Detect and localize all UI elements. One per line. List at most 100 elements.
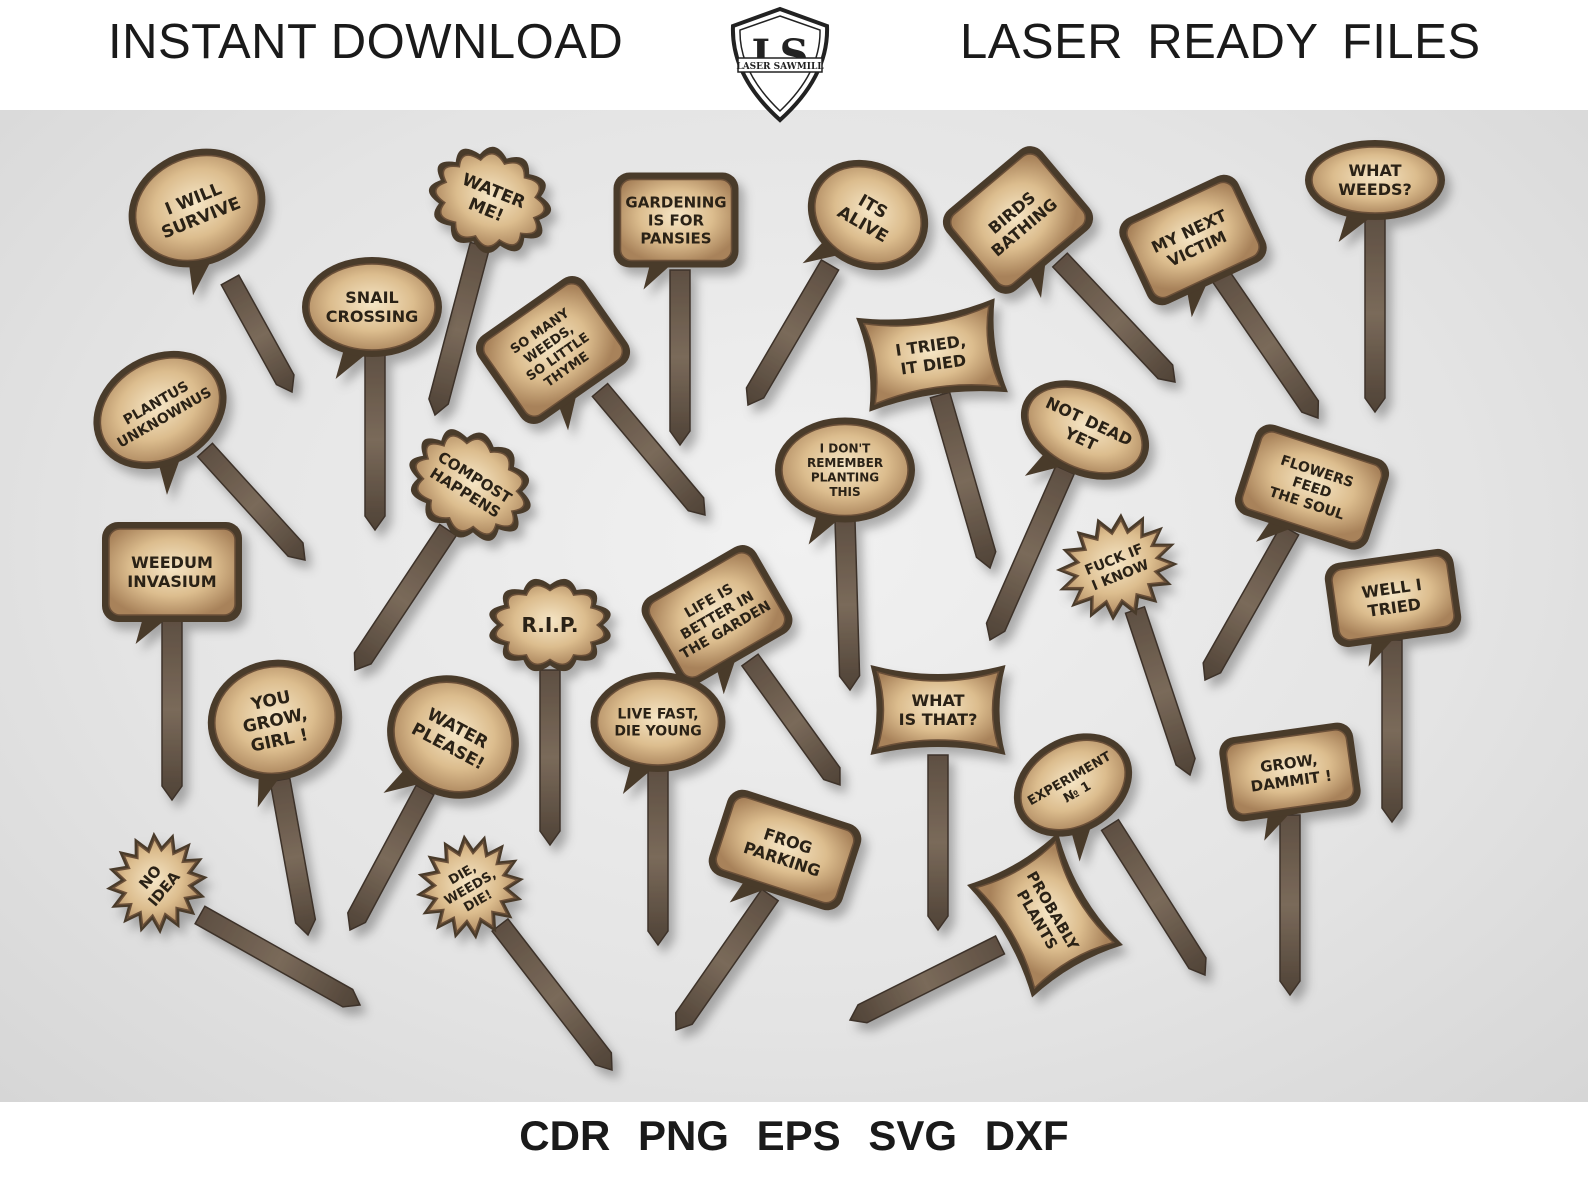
stake xyxy=(927,754,949,932)
stake xyxy=(196,442,306,561)
sign-text-line: PLANTING xyxy=(811,470,879,484)
stake xyxy=(428,241,491,417)
sign-plate: GROW,DAMMIT ! xyxy=(1219,722,1361,841)
stake xyxy=(834,518,861,692)
sign-text-line: R.I.P. xyxy=(522,613,579,637)
laser-ready-files-heading: LASER READY FILES xyxy=(960,15,1481,69)
stake xyxy=(539,669,561,847)
sign-plate: LIVE FAST,DIE YOUNG xyxy=(590,672,726,794)
stake xyxy=(740,653,841,787)
sign-text-line: PANSIES xyxy=(640,229,711,247)
sign-text-line: GARDENING xyxy=(625,193,726,211)
sign-text-line: DIE YOUNG xyxy=(614,723,701,739)
stake xyxy=(1381,639,1403,824)
stake xyxy=(1279,814,1301,997)
sign-plate: R.I.P. xyxy=(489,578,611,672)
garden-stake-sign: DIE,WEEDS,DIE! xyxy=(415,834,613,1072)
stake xyxy=(491,917,613,1072)
stake xyxy=(194,905,362,1008)
sign-plate: DIE,WEEDS,DIE! xyxy=(415,834,525,940)
stake xyxy=(1364,214,1386,414)
garden-stake-sign: LIVE FAST,DIE YOUNG xyxy=(590,672,726,947)
stake xyxy=(675,888,780,1032)
product-backdrop xyxy=(0,82,1588,1104)
shield-logo-icon: LS LASER SAWMILL xyxy=(730,6,830,123)
sign-text-line: THIS xyxy=(829,485,860,499)
logo-brand: LASER SAWMILL xyxy=(736,62,824,72)
stake xyxy=(929,391,997,570)
garden-stake-sign: I TRIED,IT DIED xyxy=(856,298,1008,570)
sign-text-line: I DON'T xyxy=(820,442,872,456)
sign-text-line: WHAT xyxy=(1348,161,1401,180)
sign-text-line: WEEDS? xyxy=(1338,180,1412,199)
stake xyxy=(364,349,386,532)
stake xyxy=(848,935,1006,1024)
sign-text-line: WHAT xyxy=(911,691,964,710)
sign-plate: I TRIED,IT DIED xyxy=(856,298,1008,412)
sign-plate: FUCK IFI KNOW xyxy=(1055,513,1179,621)
stake xyxy=(161,619,183,802)
stake xyxy=(220,274,295,394)
garden-stake-sign: FUCK IFI KNOW xyxy=(1055,513,1196,777)
stake xyxy=(669,269,691,447)
sign-text-line: INVASIUM xyxy=(127,572,216,591)
stake xyxy=(269,777,317,937)
stake xyxy=(1202,524,1300,682)
sign-text-line: SNAIL xyxy=(345,288,398,307)
file-formats-label: CDR PNG EPS SVG DXF xyxy=(519,1112,1069,1159)
stake xyxy=(647,769,669,947)
stake xyxy=(985,464,1076,642)
sign-text-line: IS THAT? xyxy=(899,710,978,729)
sign-text-line: REMEMBER xyxy=(807,456,883,470)
sign-text-line: CROSSING xyxy=(326,307,418,326)
stake xyxy=(1210,268,1320,420)
garden-stake-sign: R.I.P. xyxy=(489,578,611,847)
sign-text-line: WEEDUM xyxy=(131,553,213,572)
stake xyxy=(347,784,435,932)
stake xyxy=(353,523,458,672)
sign-text-line: LIVE FAST, xyxy=(617,707,698,723)
sign-text-line: IS FOR xyxy=(648,211,705,229)
stake xyxy=(1100,818,1207,977)
